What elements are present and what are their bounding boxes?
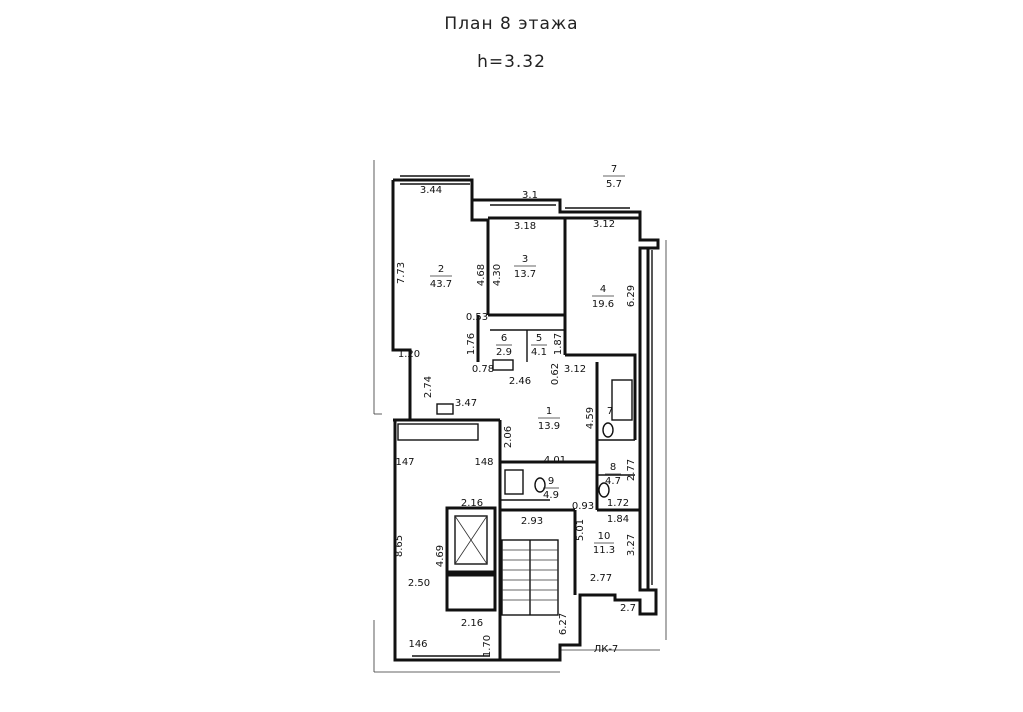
dimension: 4.69 bbox=[435, 545, 446, 567]
dimension: 5.01 bbox=[575, 519, 586, 541]
room-number: 1 bbox=[546, 406, 552, 417]
dimension-labels: 3.44 3.1 3.18 3.12 7.73 4.68 4.30 6.29 0… bbox=[394, 185, 637, 657]
dimension: 146 bbox=[408, 639, 427, 650]
dimension: 3.27 bbox=[626, 534, 637, 556]
dimension: 2.16 bbox=[461, 498, 483, 509]
outer-walls bbox=[391, 178, 660, 662]
dimension: 2.93 bbox=[521, 516, 543, 527]
dimension: 3.1 bbox=[522, 190, 538, 201]
guide-lines bbox=[373, 160, 667, 673]
room-area: 43.7 bbox=[430, 279, 452, 290]
dimension: 1.70 bbox=[482, 635, 493, 657]
elevator-shaft bbox=[445, 506, 497, 612]
room-area: 19.6 bbox=[592, 299, 614, 310]
dimension: 3.44 bbox=[420, 185, 442, 196]
room-area: 4.9 bbox=[543, 490, 559, 501]
room-number: 9 bbox=[548, 476, 554, 487]
dimension: 2.46 bbox=[509, 376, 531, 387]
plumbing bbox=[504, 379, 633, 498]
dimension: 6.29 bbox=[626, 285, 637, 307]
windows bbox=[400, 175, 653, 657]
room-area: 4.1 bbox=[531, 347, 547, 358]
dimension: 2.06 bbox=[503, 426, 514, 448]
dimension: 7.73 bbox=[396, 262, 407, 284]
dimension: 1.84 bbox=[607, 514, 629, 525]
dimension: 1.76 bbox=[466, 333, 477, 355]
dimension: 4.30 bbox=[492, 264, 503, 286]
room-number: 7 bbox=[607, 406, 613, 417]
dimension: 2.74 bbox=[423, 376, 434, 398]
dimension: 4.68 bbox=[476, 264, 487, 286]
dimension: 2.7 bbox=[620, 603, 636, 614]
ceiling-height: h=3.32 bbox=[477, 52, 546, 72]
dimension: 4.59 bbox=[585, 407, 596, 429]
dimension: 2.77 bbox=[590, 573, 612, 584]
room-area: 4.7 bbox=[605, 476, 621, 487]
room-number: 2 bbox=[438, 264, 444, 275]
room-number: 4 bbox=[600, 284, 606, 295]
room-number: 5 bbox=[536, 333, 542, 344]
room-area: 13.7 bbox=[514, 269, 536, 280]
dimension: 148 bbox=[474, 457, 493, 468]
room-number: 10 bbox=[598, 531, 611, 542]
dimension: 3.12 bbox=[564, 364, 586, 375]
room-number: 7 bbox=[611, 164, 617, 175]
dimension: 2.16 bbox=[461, 618, 483, 629]
dimension: 0.78 bbox=[472, 364, 494, 375]
room-number: 8 bbox=[610, 462, 616, 473]
room-labels: 2 43.7 3 13.7 4 19.6 6 2.9 5 4.1 1 13.9 … bbox=[430, 164, 625, 556]
dimension: 1.72 bbox=[607, 498, 629, 509]
dimension: 6.27 bbox=[558, 613, 569, 635]
dimension: 1.20 bbox=[398, 349, 420, 360]
dimension: 1.87 bbox=[553, 333, 564, 355]
interior-walls bbox=[410, 200, 640, 660]
room-number: 3 bbox=[522, 254, 528, 265]
dimension: 0.53 bbox=[466, 312, 488, 323]
dimension: 147 bbox=[395, 457, 414, 468]
room-number: 6 bbox=[501, 333, 507, 344]
dimension: 0.93 bbox=[572, 501, 594, 512]
dimension: 2.77 bbox=[626, 459, 637, 481]
room-area: 13.9 bbox=[538, 421, 560, 432]
room-area: 5.7 bbox=[606, 179, 622, 190]
lk-label: ЛК-7 bbox=[594, 644, 619, 655]
dimension: 0.62 bbox=[550, 363, 561, 385]
dimension: 8.65 bbox=[394, 535, 405, 557]
room-area: 2.9 bbox=[496, 347, 512, 358]
dimension: 3.18 bbox=[514, 221, 536, 232]
room-area: 11.3 bbox=[593, 545, 615, 556]
plan-title: План 8 этажа bbox=[444, 14, 579, 34]
dimension: 4.01 bbox=[544, 455, 566, 466]
dimension: 2.50 bbox=[408, 578, 430, 589]
staircase bbox=[501, 539, 559, 616]
vent-blocks bbox=[397, 359, 514, 441]
dimension: 3.12 bbox=[593, 219, 615, 230]
dimension: 3.47 bbox=[455, 398, 477, 409]
